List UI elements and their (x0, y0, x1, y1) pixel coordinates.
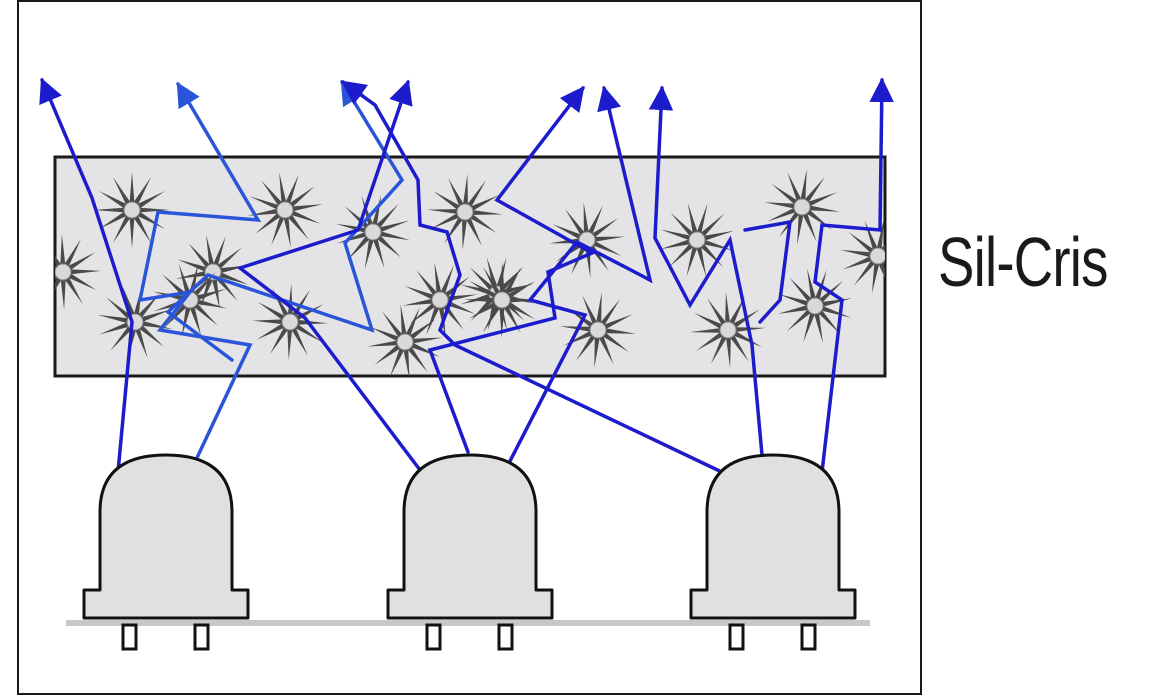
light-ray-arrow (341, 80, 730, 477)
particle-star-icon (764, 169, 840, 245)
led-emitters (82, 453, 857, 651)
led-icon (689, 453, 857, 651)
particle-star-icon (402, 262, 478, 338)
light-ray-arrow (427, 86, 596, 454)
light-ray-arrow (506, 85, 653, 467)
particle-star-icon (367, 304, 443, 376)
particle-star-icon (660, 203, 734, 277)
light-ray-arrow (813, 77, 894, 474)
light-ray (743, 219, 793, 324)
particle-star-icon (335, 194, 411, 270)
scattering-particles (55, 169, 885, 376)
particle-star-icon (247, 172, 323, 248)
particle-star-icon (427, 174, 503, 250)
particle-star-icon (55, 234, 101, 310)
particle-star-icon (560, 292, 636, 368)
particle-star-icon (690, 292, 766, 368)
light-ray-arrow (165, 79, 405, 362)
particle-star-icon (252, 284, 328, 360)
led-icon (386, 453, 554, 651)
particle-star-icon (840, 218, 885, 294)
particle-star-icon (94, 172, 170, 248)
particle-star-icon (777, 268, 853, 344)
light-ray-arrow (39, 77, 134, 474)
light-ray-arrow (236, 79, 422, 472)
brand-name: Sil-Cris (938, 223, 1108, 301)
light-ray-arrow (137, 81, 262, 464)
particle-star-icon (464, 262, 540, 338)
light-ray-arrow (648, 85, 764, 457)
light-rays (39, 77, 894, 477)
led-icon (82, 453, 250, 651)
